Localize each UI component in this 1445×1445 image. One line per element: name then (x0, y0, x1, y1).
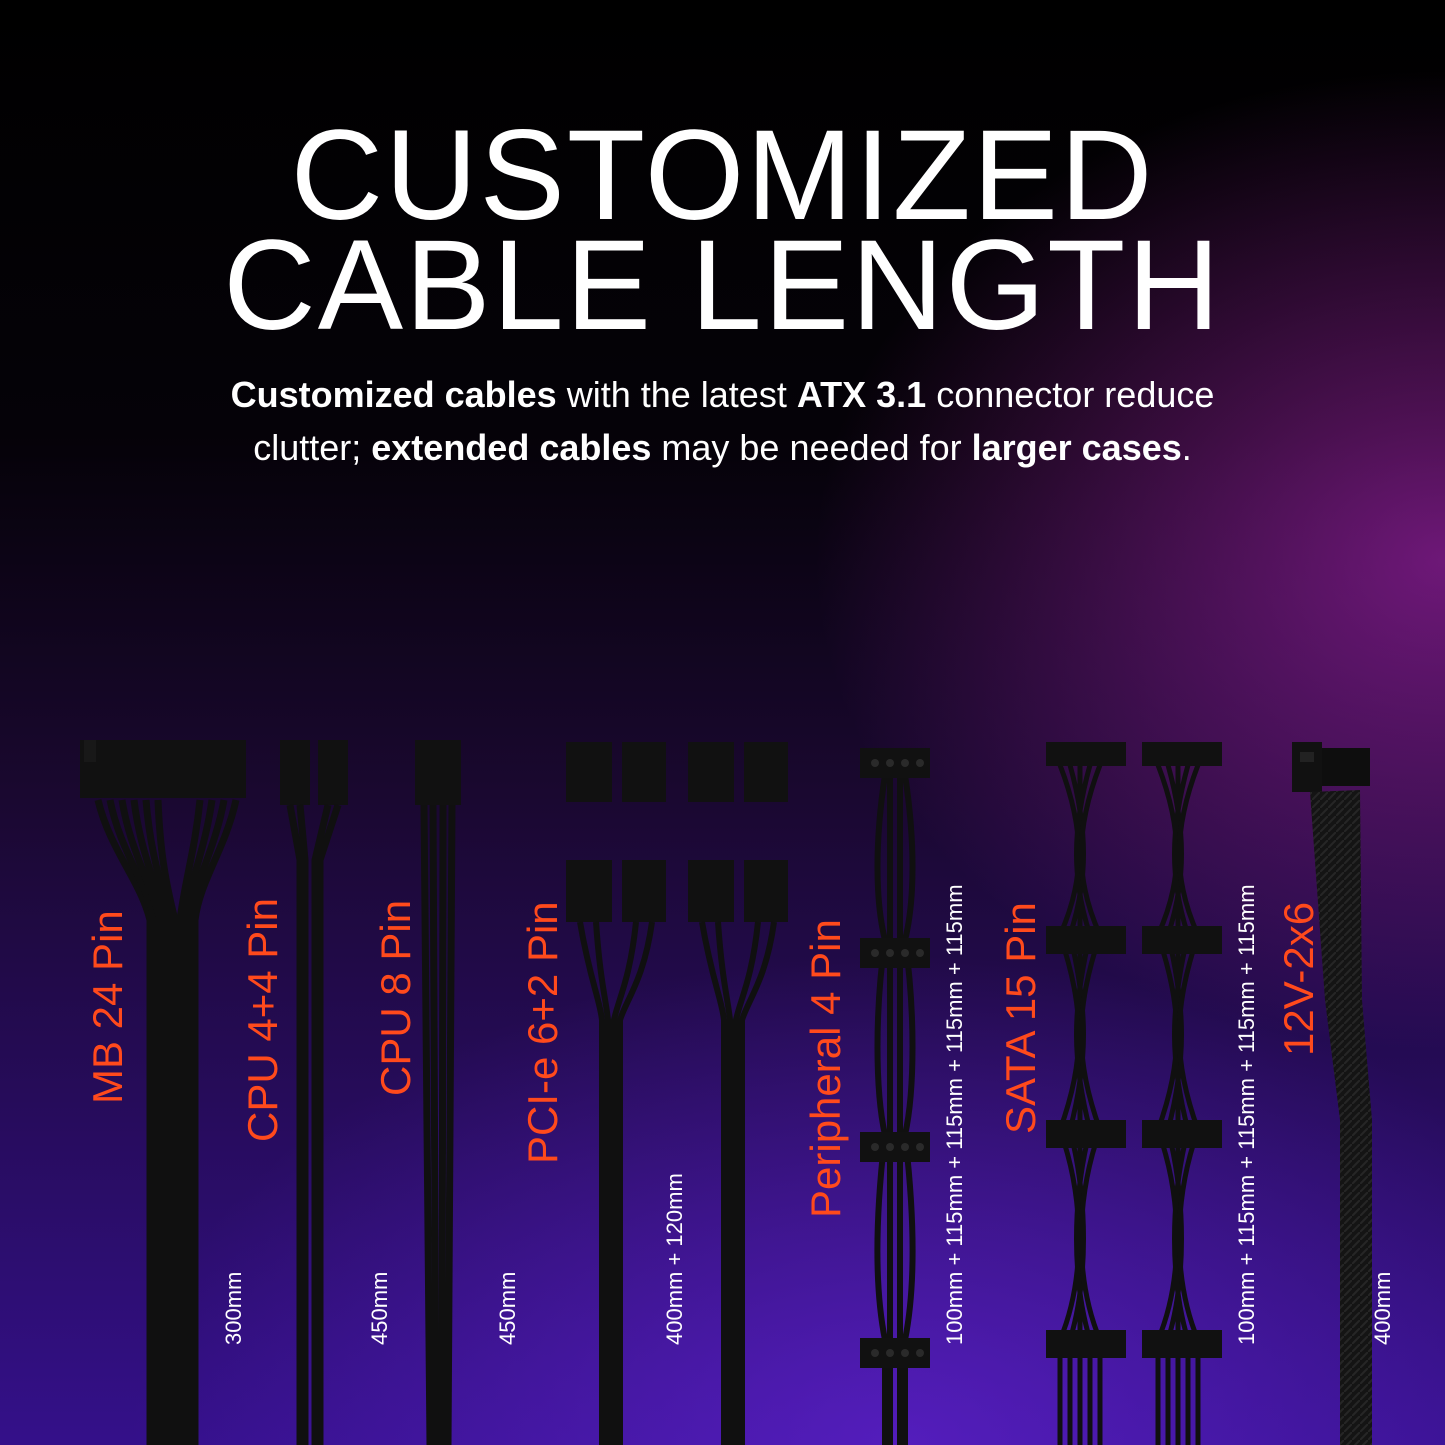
subtitle-text-4: may be needed for (651, 427, 972, 468)
cable-name-cpu-4-4-pin: CPU 4+4 Pin (239, 898, 286, 1142)
mb-24-pin-cable (80, 740, 246, 1445)
subtitle-bold-4: larger cases (971, 427, 1182, 468)
cable-length-peripheral-4-pin: 100mm + 115mm + 115mm + 115mm + 115mm (942, 884, 967, 1345)
cable-length-cpu-8-pin: 450mm (495, 1271, 520, 1345)
title-line-1: CUSTOMIZED (290, 104, 1155, 247)
subtitle: Customized cables with the latest ATX 3.… (0, 368, 1445, 474)
12v-2x6-cable (1292, 742, 1372, 1445)
sata-15-pin-cable (1046, 742, 1222, 1445)
cable-length-pcie-6-2-pin: 400mm + 120mm (662, 1173, 687, 1345)
subtitle-text-5: . (1181, 427, 1192, 468)
cable-name-12v-2x6: 12V-2x6 (1275, 901, 1322, 1056)
subtitle-text-2: connector reduce (926, 374, 1215, 415)
subtitle-text-1: with the latest (556, 374, 797, 415)
subtitle-text-3: clutter; (253, 427, 372, 468)
cable-name-pcie-6-2-pin: PCI-e 6+2 Pin (519, 901, 566, 1164)
cable-name-cpu-8-pin: CPU 8 Pin (372, 899, 419, 1096)
cable-length-12v-2x6: 400mm (1370, 1271, 1395, 1345)
cable-length-sata-15-pin: 100mm + 115mm + 115mm + 115mm + 115mm (1234, 884, 1259, 1345)
peripheral-4-pin-cable (860, 748, 930, 1445)
subtitle-line-1: Customized cables with the latest ATX 3.… (0, 368, 1445, 421)
cpu-4-4-pin-cable (280, 740, 348, 1445)
pcie-6-2-pin-cable (566, 742, 788, 1445)
subtitle-line-2: clutter; extended cables may be needed f… (0, 421, 1445, 474)
cable-length-mb-24-pin: 300mm (221, 1271, 246, 1345)
subtitle-bold-1: Customized cables (230, 374, 557, 415)
cable-name-peripheral-4-pin: Peripheral 4 Pin (802, 919, 849, 1218)
subtitle-bold-3: extended cables (371, 427, 652, 468)
subtitle-bold-2: ATX 3.1 (796, 374, 927, 415)
cable-name-mb-24-pin: MB 24 Pin (84, 910, 131, 1104)
cable-length-cpu-4-4-pin: 450mm (367, 1271, 392, 1345)
title-line-2: CABLE LENGTH (223, 214, 1222, 357)
cpu-8-pin-cable (415, 740, 461, 1445)
cable-name-sata-15-pin: SATA 15 Pin (997, 902, 1044, 1134)
